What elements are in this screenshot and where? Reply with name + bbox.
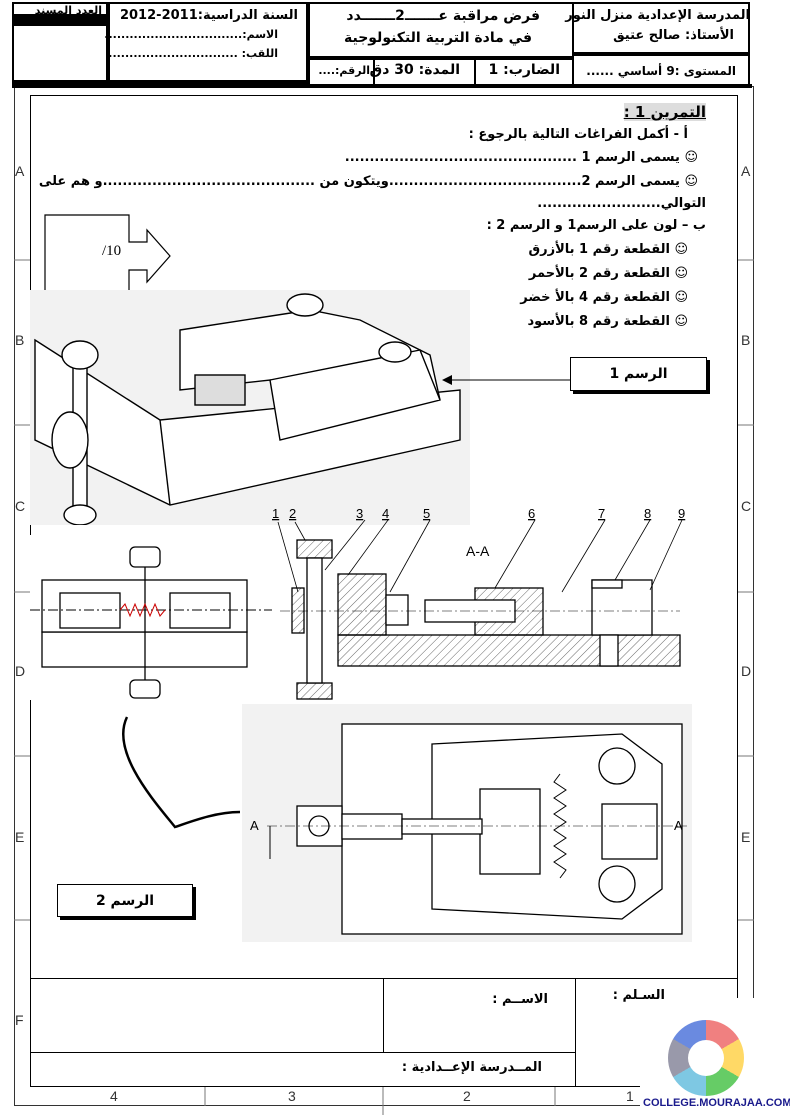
drawing-2-side-view: [30, 535, 272, 700]
row-label-d-right: D: [741, 663, 752, 679]
drawing-2-top-view: A A: [242, 704, 692, 942]
drawing-1-label: الرسم 1: [570, 357, 707, 391]
col-label-3: 3: [288, 1088, 296, 1104]
col-label-1: 1: [626, 1088, 634, 1104]
grade-bar: [12, 14, 108, 26]
title-block-divider-h: [30, 1052, 576, 1053]
coefficient: الضارب: 1: [488, 62, 560, 78]
logo-text: COLLEGE.MOURAJAA.COM: [643, 1097, 790, 1109]
student-number: الرقم:....: [318, 64, 370, 77]
part-number-2: 2: [289, 506, 296, 521]
col-label-4: 4: [110, 1088, 118, 1104]
color-item-4: ☺ القطعة رقم 8 بالأسود: [527, 314, 688, 329]
part-number-1: 1: [272, 506, 279, 521]
col-label-2: 2: [463, 1088, 471, 1104]
part-number-3: 3: [356, 506, 363, 521]
exam-subject: في مادة التربية التكنولوجية: [343, 30, 532, 46]
row-label-c: C: [15, 498, 26, 514]
row-label-a-right: A: [741, 163, 751, 179]
drawing-2-section-view: 1 2 3 4 5 6 7 8 9 A-A: [272, 506, 685, 700]
part-number-8: 8: [644, 506, 651, 521]
drawing-2-label: الرسم 2: [57, 884, 193, 917]
row-label-e: E: [15, 829, 25, 845]
header-bottom-bar: [12, 80, 308, 88]
row-label-e-right: E: [741, 829, 751, 845]
title-block-divider-v1: [383, 978, 384, 1052]
drawing-1-isometric-vise: [30, 290, 470, 525]
question-1[interactable]: ☺ يسمى الرسم 1 .........................…: [344, 150, 698, 165]
part-number-7: 7: [598, 506, 605, 521]
school-name: المدرسة الإعدادية منزل النور: [565, 8, 750, 23]
question-2[interactable]: ☺ يسمى الرسم 2..........................…: [38, 174, 698, 189]
row-label-b-right: B: [741, 332, 751, 348]
score-value: /10: [102, 243, 122, 259]
grade-label: العدد المسند: [34, 4, 102, 17]
surname-field[interactable]: اللقب: ...............................: [108, 47, 278, 60]
title-block-school: المــدرسة الإعــدادية :: [401, 1060, 542, 1075]
duration: المدة: 30 دق: [369, 62, 460, 78]
row-label-f: F: [15, 1012, 24, 1028]
title-block-scale: السـلم :: [612, 988, 665, 1003]
title-block-divider-v2: [575, 978, 576, 1087]
part-b-instruction: ب – لون على الرسم1 و الرسم 2 :: [486, 218, 706, 233]
title-block-name: الاســم :: [492, 992, 548, 1007]
part-number-9: 9: [678, 506, 685, 521]
section-label: A-A: [466, 543, 490, 559]
cut-mark-left: A: [250, 818, 259, 833]
name-field[interactable]: الاسم:.................................: [104, 28, 278, 41]
exercise-title: التمرين 1 :: [623, 103, 706, 121]
drawing-2-brace: [122, 716, 241, 829]
level: المستوى :9 أساسي ......: [586, 64, 736, 78]
logo-ring-center: [688, 1040, 724, 1076]
part-number-5: 5: [423, 506, 430, 521]
header-school-box: [572, 2, 750, 54]
row-label-d: D: [15, 663, 26, 679]
header-bottom-bar-right: [308, 84, 752, 88]
drawing-1-arrow: [442, 375, 570, 385]
title-box: [308, 2, 574, 58]
row-label-a: A: [15, 163, 25, 179]
part-number-6: 6: [528, 506, 535, 521]
student-info-box: [108, 2, 308, 86]
exam-title: فرض مراقبة عـــــــ2ـــــــدد: [346, 8, 540, 24]
color-item-2: ☺ القطعة رقم 2 بالأحمر: [528, 266, 688, 281]
cut-mark-right: A: [674, 818, 683, 833]
question-2-continued[interactable]: التوالي.........................: [537, 196, 706, 211]
row-label-c-right: C: [741, 498, 752, 514]
color-item-1: ☺ القطعة رقم 1 بالأزرق: [528, 242, 688, 257]
part-number-4: 4: [382, 506, 389, 521]
title-block: [30, 978, 738, 1087]
row-label-b: B: [15, 332, 25, 348]
color-item-3: ☺ القطعة رقم 4 بالأ خضر: [520, 290, 688, 305]
teacher-name: الأستاذ: صالح عتيق: [613, 28, 734, 43]
part-a-instruction: أ - أكمل الفراغات التالية بالرجوع :: [468, 127, 688, 142]
school-year: السنة الدراسية:2011-2012: [119, 8, 298, 23]
